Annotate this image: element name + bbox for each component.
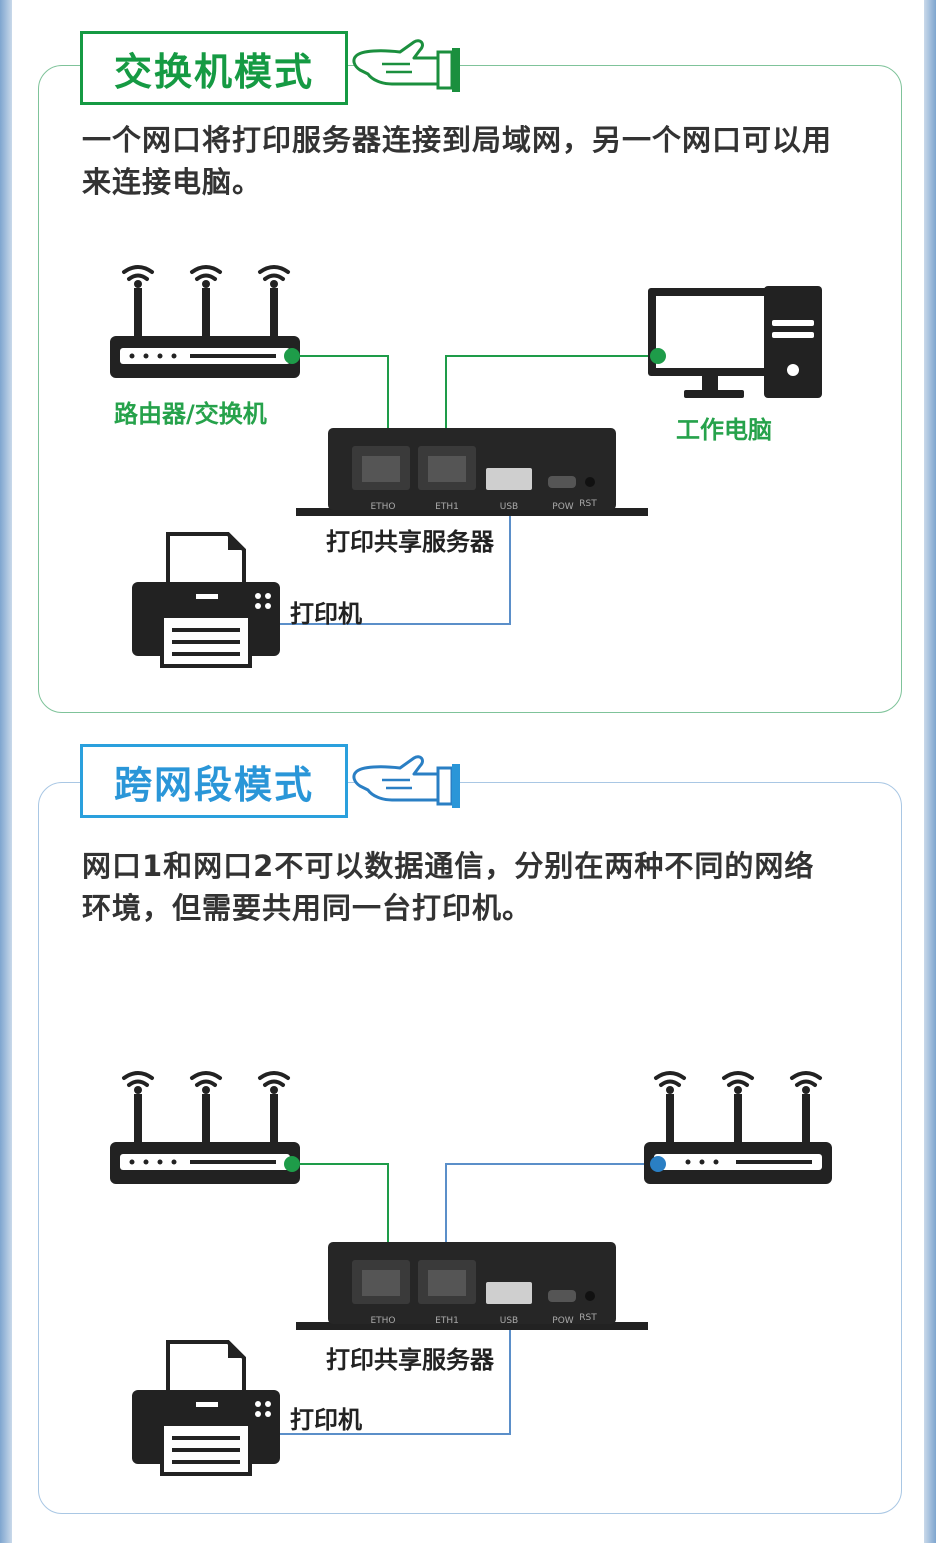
port-usb-label: USB [500, 502, 518, 512]
wifi-router-icon [110, 1071, 300, 1184]
pointing-hand-icon [352, 39, 460, 92]
right-edge [924, 0, 936, 1543]
port-eth1-label: ETH1 [435, 1316, 459, 1326]
pointing-hand-icon [352, 755, 460, 808]
print-server-icon: ETHO ETH1 USB POW RST [296, 428, 648, 516]
port-pow-label: POW [552, 502, 574, 512]
wifi-router-icon [644, 1071, 832, 1184]
cross-segment-mode-title: 跨网段模式 [80, 744, 348, 818]
switch-mode-description: 一个网口将打印服务器连接到局域网，另一个网口可以用来连接电脑。 [82, 123, 833, 199]
pc-label: 工作电脑 [676, 416, 772, 444]
port-eth1-label: ETH1 [435, 502, 459, 512]
server-label: 打印共享服务器 [326, 528, 494, 556]
desktop-computer-icon [648, 286, 822, 398]
port-rst-label: RST [579, 499, 597, 509]
printer-label: 打印机 [290, 600, 362, 628]
switch-mode-title: 交换机模式 [80, 31, 348, 105]
cross-segment-mode-diagram: ETHO ETH1 USB POW RST 打印共享服务器 打印机 [0, 1060, 936, 1490]
port-eth0-label: ETHO [370, 1316, 395, 1326]
wifi-router-icon [110, 265, 300, 378]
connection-lines [280, 355, 658, 625]
port-pow-label: POW [552, 1316, 574, 1326]
port-usb-label: USB [500, 1316, 518, 1326]
router-label: 路由器/交换机 [114, 400, 267, 428]
server-label: 打印共享服务器 [326, 1346, 494, 1374]
port-rst-label: RST [579, 1313, 597, 1323]
connection-lines [280, 1163, 658, 1435]
left-edge [0, 0, 12, 1543]
print-server-icon: ETHO ETH1 USB POW RST [296, 1242, 648, 1330]
port-eth0-label: ETHO [370, 502, 395, 512]
cross-segment-mode-description: 网口1和网口2不可以数据通信，分别在两种不同的网络环境，但需要共用同一台打印机。 [82, 849, 815, 925]
printer-icon [132, 532, 280, 668]
switch-mode-diagram: ETHO ETH1 USB POW RST 路由器/交换机 工作电脑 打印共享服… [0, 250, 936, 680]
printer-label: 打印机 [290, 1406, 362, 1434]
printer-icon [132, 1340, 280, 1476]
